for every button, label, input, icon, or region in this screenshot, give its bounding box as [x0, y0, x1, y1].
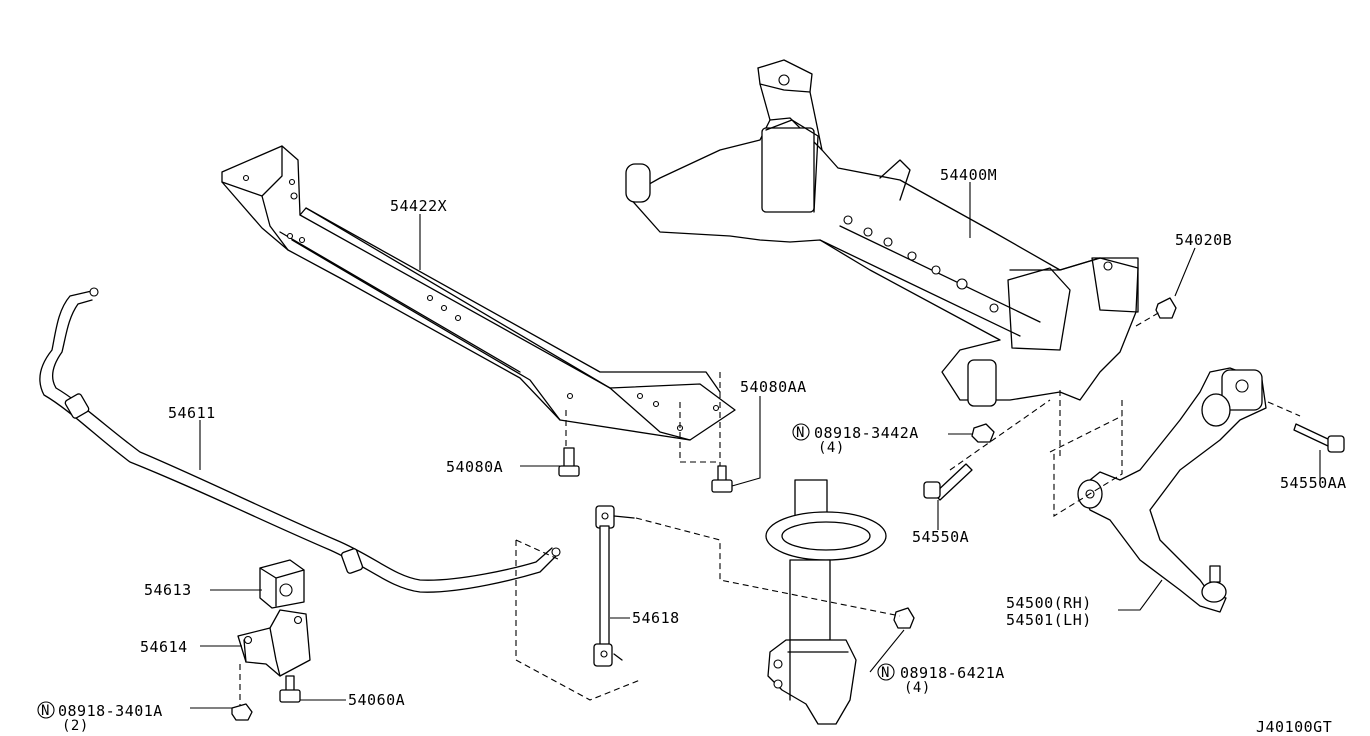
nut-marker-icon: N	[37, 701, 55, 719]
label-nut-3442-qty: (4)	[818, 440, 845, 456]
label-bolt-54060a: 54060A	[348, 691, 405, 709]
nut-icon	[1155, 297, 1177, 319]
crossmember-part	[221, 145, 736, 441]
label-nut-6421: 08918-6421A	[900, 664, 1005, 682]
label-nut-3442: 08918-3442A	[814, 424, 919, 442]
label-nut-3401-qty: (2)	[62, 718, 89, 734]
label-subframe: 54400M	[940, 166, 997, 184]
svg-text:N: N	[41, 703, 50, 719]
label-bushing-top: 54020B	[1175, 231, 1232, 249]
label-bolt-54550a: 54550A	[912, 528, 969, 546]
relation-lines	[239, 311, 1301, 706]
strut-part	[765, 479, 887, 725]
label-arm-lh: 54501(LH)	[1006, 611, 1092, 629]
label-nut-3401: 08918-3401A	[58, 702, 163, 720]
label-crossmember: 54422X	[390, 197, 447, 215]
label-bolt-aa: 54080AA	[740, 378, 807, 396]
bolt-icon	[711, 465, 733, 493]
label-arm-rh: 54500(RH)	[1006, 594, 1092, 612]
stabilizer-bar-part	[39, 287, 561, 593]
figure-code: J40100GT	[1256, 718, 1332, 736]
label-stab-bush: 54613	[144, 581, 192, 599]
nut-icon	[971, 423, 995, 443]
clamp-part	[237, 609, 311, 677]
stabilizer-link-part	[593, 505, 635, 667]
label-stab-link: 54618	[632, 609, 680, 627]
bushing-part	[259, 559, 305, 609]
label-nut-6421-qty: (4)	[904, 680, 931, 696]
label-bolt-a: 54080A	[446, 458, 503, 476]
label-stabilizer: 54611	[168, 404, 216, 422]
lower-arm-part	[1077, 367, 1267, 613]
label-stab-clamp: 54614	[140, 638, 188, 656]
leader-lines	[190, 182, 1321, 709]
svg-text:N: N	[796, 425, 805, 441]
nut-marker-icon: N	[792, 423, 810, 441]
label-bolt-54550aa: 54550AA	[1280, 474, 1347, 492]
nut-icon	[893, 607, 915, 629]
svg-text:N: N	[881, 665, 890, 681]
bolt-icon	[923, 463, 973, 501]
bolt-icon	[558, 447, 580, 477]
nut-icon	[231, 703, 253, 721]
nut-marker-icon: N	[877, 663, 895, 681]
bolt-icon	[279, 675, 301, 703]
subframe-part	[625, 59, 1139, 407]
bolt-icon	[1293, 423, 1345, 453]
